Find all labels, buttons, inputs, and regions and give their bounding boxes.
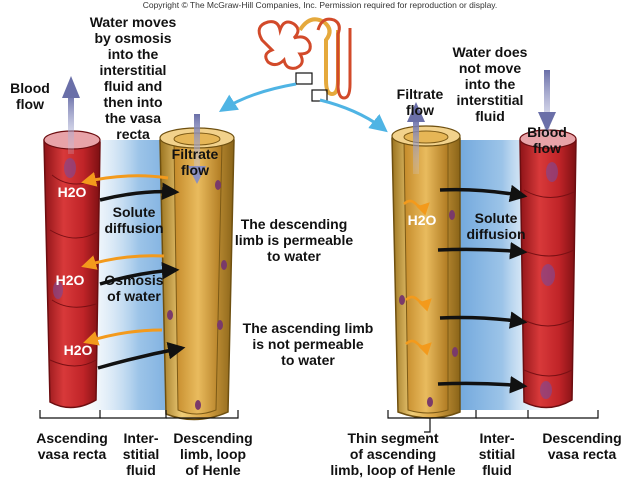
solute-arrow-right-3	[439, 311, 528, 329]
solute-arrow-right-4	[437, 376, 528, 394]
filtrate-flow-arrow-right	[407, 102, 425, 174]
zoom-arrow-left	[218, 82, 297, 112]
nephron-icon	[257, 17, 352, 102]
osmosis-arrow-left-2	[81, 254, 165, 270]
zoom-arrow-right	[319, 98, 388, 133]
caption-thin-segment: Thin segment of ascending limb, loop of …	[330, 430, 456, 478]
water-does-not-move-note: Water does not move into the interstitia…	[452, 44, 528, 124]
caption-descending-limb: Descending limb, loop of Henle	[173, 430, 253, 478]
water-retained-arrow-2	[405, 295, 432, 312]
caption-interstitial-right: Inter- stitial fluid	[478, 430, 516, 478]
descending-vasa-recta	[519, 129, 577, 409]
ascending-vasa-recta	[43, 130, 101, 409]
h2o-label-1: H2O	[57, 184, 87, 200]
filtrate-flow-label-right: Filtrate flow	[396, 86, 444, 118]
blood-flow-label-right: Blood flow	[527, 124, 567, 156]
osmosis-arrow-left-3	[83, 328, 163, 346]
blood-flow-arrow-left	[62, 76, 80, 154]
filtrate-flow-label-left: Filtrate flow	[171, 146, 219, 178]
water-moves-note: Water moves by osmosis into the intersti…	[89, 14, 177, 142]
water-retained-arrow-1	[403, 199, 430, 216]
filtrate-flow-arrow-left	[188, 114, 206, 184]
caption-ascending-vasa-recta: Ascending vasa recta	[36, 430, 108, 462]
solute-arrow-left-3	[97, 342, 186, 370]
thin-segment-ascending-limb	[391, 125, 461, 419]
h2o-label-right: H2O	[407, 212, 437, 228]
solute-arrow-left-1	[99, 182, 180, 202]
blood-flow-label-left: Blood flow	[10, 80, 50, 112]
solute-arrow-right-2	[437, 242, 528, 260]
selection-box-right	[311, 89, 328, 102]
caption-interstitial-left: Inter- stitial fluid	[122, 430, 160, 478]
descending-permeable-note: The descending limb is permeable to wate…	[234, 216, 354, 264]
h2o-label-3: H2O	[63, 342, 93, 358]
osmosis-of-water-label: Osmosis of water	[104, 272, 164, 304]
blood-flow-arrow-right	[538, 70, 556, 136]
h2o-label-2: H2O	[55, 272, 85, 288]
caption-descending-vasa-recta: Descending vasa recta	[542, 430, 622, 462]
copyright-notice: Copyright © The McGraw-Hill Companies, I…	[142, 0, 498, 10]
solute-diffusion-label-left: Solute diffusion	[104, 204, 164, 236]
selection-box-left	[295, 72, 313, 85]
water-retained-arrow-3	[405, 339, 432, 356]
bottom-brackets	[39, 410, 599, 433]
solute-arrow-right-1	[439, 184, 528, 203]
ascending-not-permeable-note: The ascending limb is not permeable to w…	[242, 320, 374, 368]
osmosis-arrow-left-1	[81, 172, 169, 187]
solute-diffusion-label-right: Solute diffusion	[466, 210, 526, 242]
solute-arrow-left-2	[99, 262, 180, 286]
